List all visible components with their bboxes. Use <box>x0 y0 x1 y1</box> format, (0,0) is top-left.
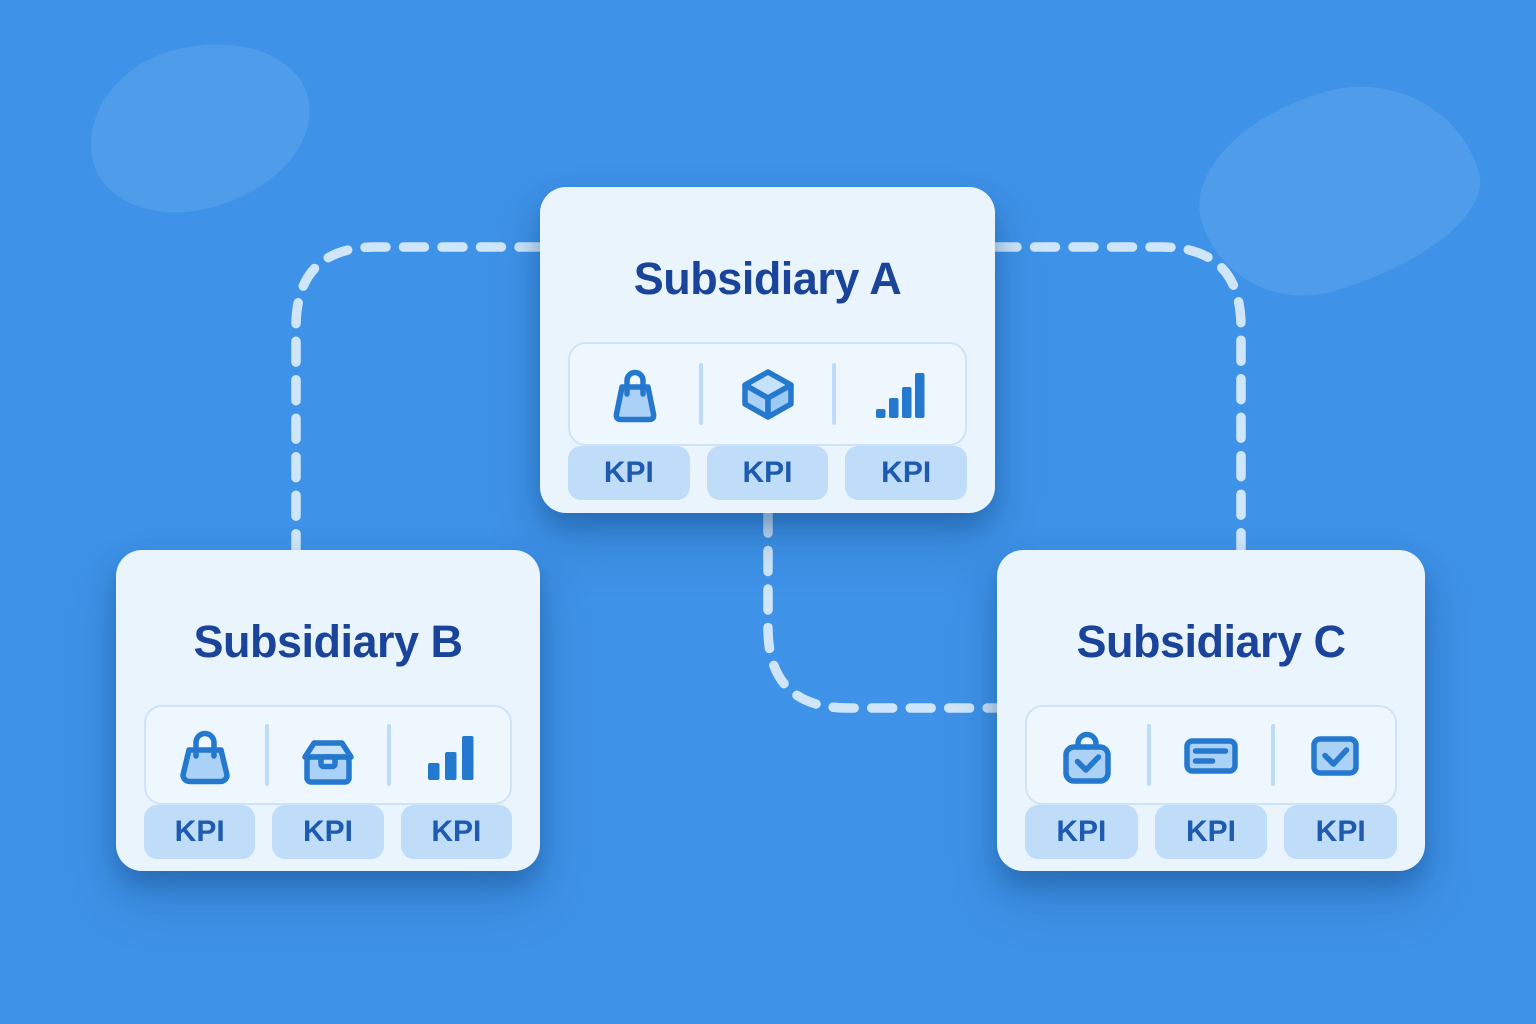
card-subsidiary-b: Subsidiary B <box>116 550 540 871</box>
icon-row-a <box>568 341 967 446</box>
card-title-a: Subsidiary A <box>633 253 902 305</box>
kpi-badge: KPI <box>1284 804 1398 859</box>
icon-cell <box>391 723 510 787</box>
bar-chart-icon <box>875 372 924 418</box>
icon-cell <box>1151 723 1271 787</box>
kpi-badge: KPI <box>1025 804 1138 859</box>
kpi-row-a: KPI KPI KPI <box>568 445 968 500</box>
kpi-badge: KPI <box>706 445 829 500</box>
shopping-bag-icon <box>613 369 656 422</box>
connector-a-to-c-left <box>763 507 1004 713</box>
kpi-badge: KPI <box>568 445 690 500</box>
kpi-badge: KPI <box>1154 804 1268 859</box>
card-subsidiary-a: Subsidiary A <box>540 187 995 513</box>
kpi-badge: KPI <box>144 804 256 859</box>
icon-divider <box>1147 723 1151 786</box>
icon-cell <box>1275 723 1395 787</box>
connector-a-to-c-top <box>991 242 1246 557</box>
connector-a-to-b <box>291 242 545 557</box>
kpi-badge: KPI <box>845 445 968 500</box>
icon-divider <box>387 723 392 786</box>
icon-divider <box>832 362 836 425</box>
card-title-c: Subsidiary C <box>1076 616 1346 668</box>
card-title-b: Subsidiary B <box>193 616 463 668</box>
icon-row-b <box>144 704 512 805</box>
storage-box-icon <box>302 739 354 785</box>
icon-cell <box>146 723 265 787</box>
card-lines-icon <box>1184 737 1238 774</box>
icon-cell <box>570 362 699 426</box>
icon-cell <box>703 362 832 426</box>
icon-cell <box>1027 723 1147 787</box>
bar-chart-icon <box>427 735 474 780</box>
card-subsidiary-c: Subsidiary C <box>997 550 1425 871</box>
handbag-icon <box>180 730 231 784</box>
icon-cell <box>836 362 965 426</box>
icon-row-c <box>1025 704 1397 805</box>
checkbox-check-icon <box>1311 735 1359 776</box>
icon-divider <box>699 362 703 425</box>
icon-cell <box>269 723 388 787</box>
kpi-badge: KPI <box>272 804 384 859</box>
bag-check-icon <box>1063 731 1111 784</box>
kpi-row-c: KPI KPI KPI <box>1025 804 1398 859</box>
icon-divider <box>264 723 269 786</box>
kpi-badge: KPI <box>400 804 512 859</box>
cube-icon <box>741 368 794 420</box>
icon-divider <box>1271 723 1275 786</box>
kpi-row-b: KPI KPI KPI <box>144 804 512 859</box>
